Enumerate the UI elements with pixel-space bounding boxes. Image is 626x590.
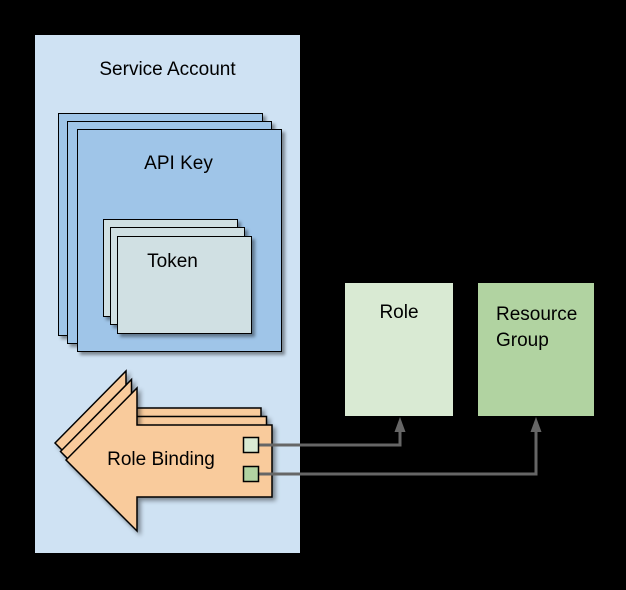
role-binding-role-port bbox=[242, 436, 260, 454]
connector-role-arrowhead bbox=[394, 417, 406, 432]
service-account-label: Service Account bbox=[99, 59, 236, 80]
resource-group-box bbox=[478, 283, 594, 416]
role-box bbox=[345, 283, 453, 416]
role-binding-label: Role Binding bbox=[107, 449, 215, 470]
resource-group-label: Resource Group bbox=[496, 304, 578, 351]
role-binding-arrow-layer-front bbox=[64, 386, 273, 533]
connector-resource-group-line bbox=[258, 431, 538, 476]
api-key-label: API Key bbox=[144, 153, 213, 174]
connector-resource-group-arrowhead bbox=[530, 417, 542, 432]
role-label: Role bbox=[379, 302, 419, 323]
token-label: Token bbox=[147, 251, 198, 272]
connector-role-line bbox=[258, 431, 402, 447]
token-stack-layer-front bbox=[117, 236, 252, 334]
role-binding-resource-port bbox=[242, 465, 260, 483]
